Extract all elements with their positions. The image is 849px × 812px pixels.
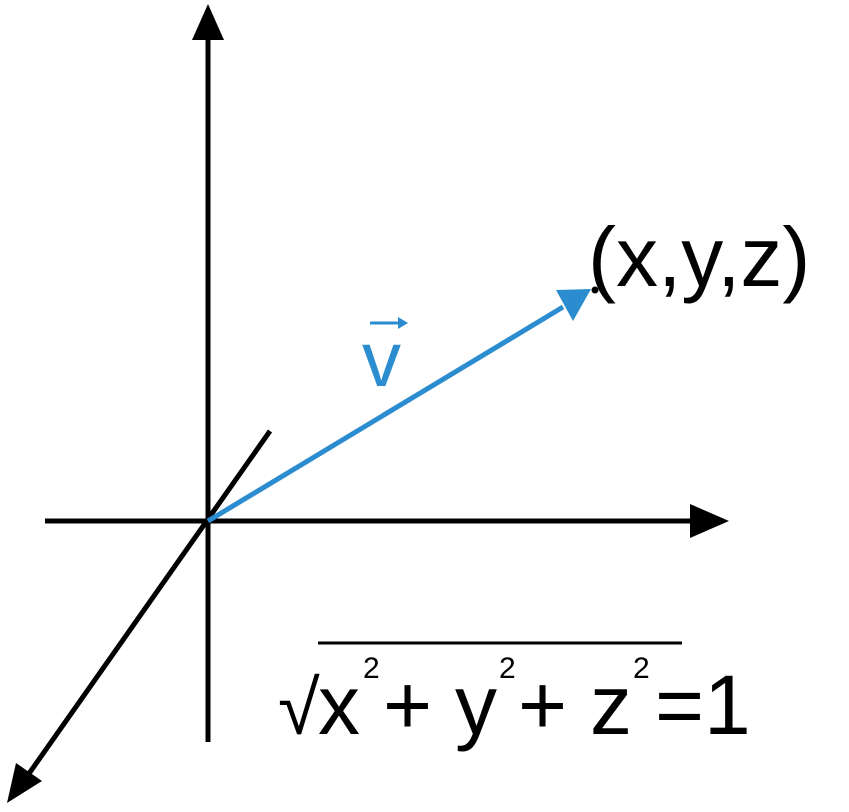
y-axis-arrowhead — [7, 763, 42, 803]
vector-v — [206, 289, 591, 524]
formula-y-exp: 2 — [499, 652, 516, 685]
formula-plus-1: + — [383, 658, 432, 752]
z-axis-arrowhead — [192, 4, 224, 40]
formula-equals-one: =1 — [655, 658, 751, 752]
point-label: (x,y,z) — [588, 210, 810, 304]
sqrt-symbol: √ — [278, 666, 320, 751]
x-axis — [45, 504, 729, 538]
point-dot — [591, 286, 599, 294]
formula-y: y — [455, 658, 497, 752]
z-axis — [192, 4, 224, 742]
formula-plus-2: + — [518, 658, 567, 752]
formula-x: x — [318, 658, 360, 752]
x-axis-arrowhead — [690, 504, 729, 538]
formula-x-exp: 2 — [363, 652, 380, 685]
vector-label-arrow-icon — [398, 317, 408, 329]
y-axis — [7, 429, 273, 803]
vector-label: v — [362, 315, 408, 403]
unit-length-formula: √ x 2 + y 2 + z 2 =1 — [278, 641, 751, 752]
vector-label-text: v — [362, 315, 401, 403]
vector-arrowhead — [556, 289, 591, 321]
formula-z-exp: 2 — [633, 652, 650, 685]
formula-z: z — [590, 658, 632, 752]
